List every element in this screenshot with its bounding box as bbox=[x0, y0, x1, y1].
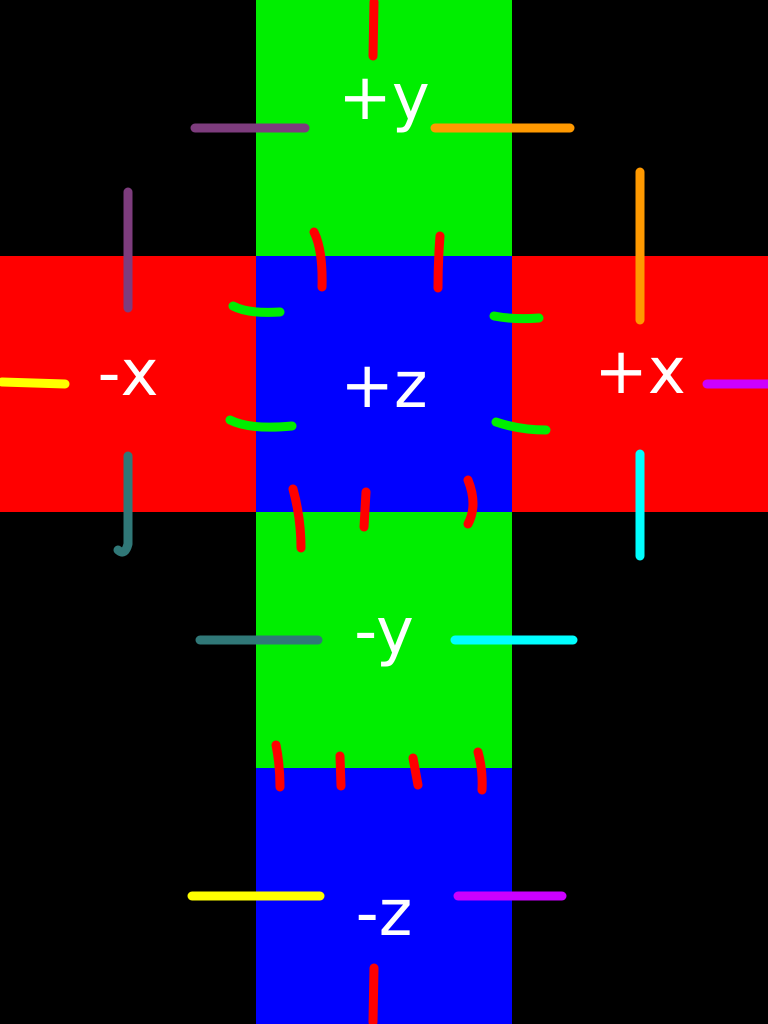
face-pos-z-label: +z bbox=[340, 349, 428, 423]
green-stroke bbox=[225, 415, 297, 432]
green-stroke bbox=[491, 417, 551, 435]
face-pos-z: +z bbox=[256, 256, 512, 512]
red-stroke bbox=[433, 231, 445, 293]
green-stroke bbox=[489, 311, 544, 324]
red-stroke bbox=[288, 484, 306, 553]
face-neg-z-label: -z bbox=[355, 877, 413, 951]
red-stroke bbox=[368, 963, 379, 1024]
yellow-stroke bbox=[0, 377, 70, 389]
face-pos-y-label: +y bbox=[338, 61, 430, 135]
red-stroke bbox=[271, 740, 285, 792]
face-neg-y-label: -y bbox=[354, 595, 414, 669]
red-stroke bbox=[368, 0, 379, 61]
teal-stroke bbox=[113, 451, 133, 557]
red-stroke bbox=[335, 751, 346, 791]
face-neg-x-label: -x bbox=[97, 337, 159, 411]
red-stroke bbox=[473, 747, 487, 795]
red-stroke bbox=[309, 227, 327, 292]
green-stroke bbox=[228, 301, 285, 317]
face-pos-x-label: +x bbox=[594, 335, 686, 409]
red-stroke bbox=[408, 753, 423, 790]
red-stroke bbox=[463, 475, 478, 529]
red-stroke bbox=[359, 487, 371, 532]
